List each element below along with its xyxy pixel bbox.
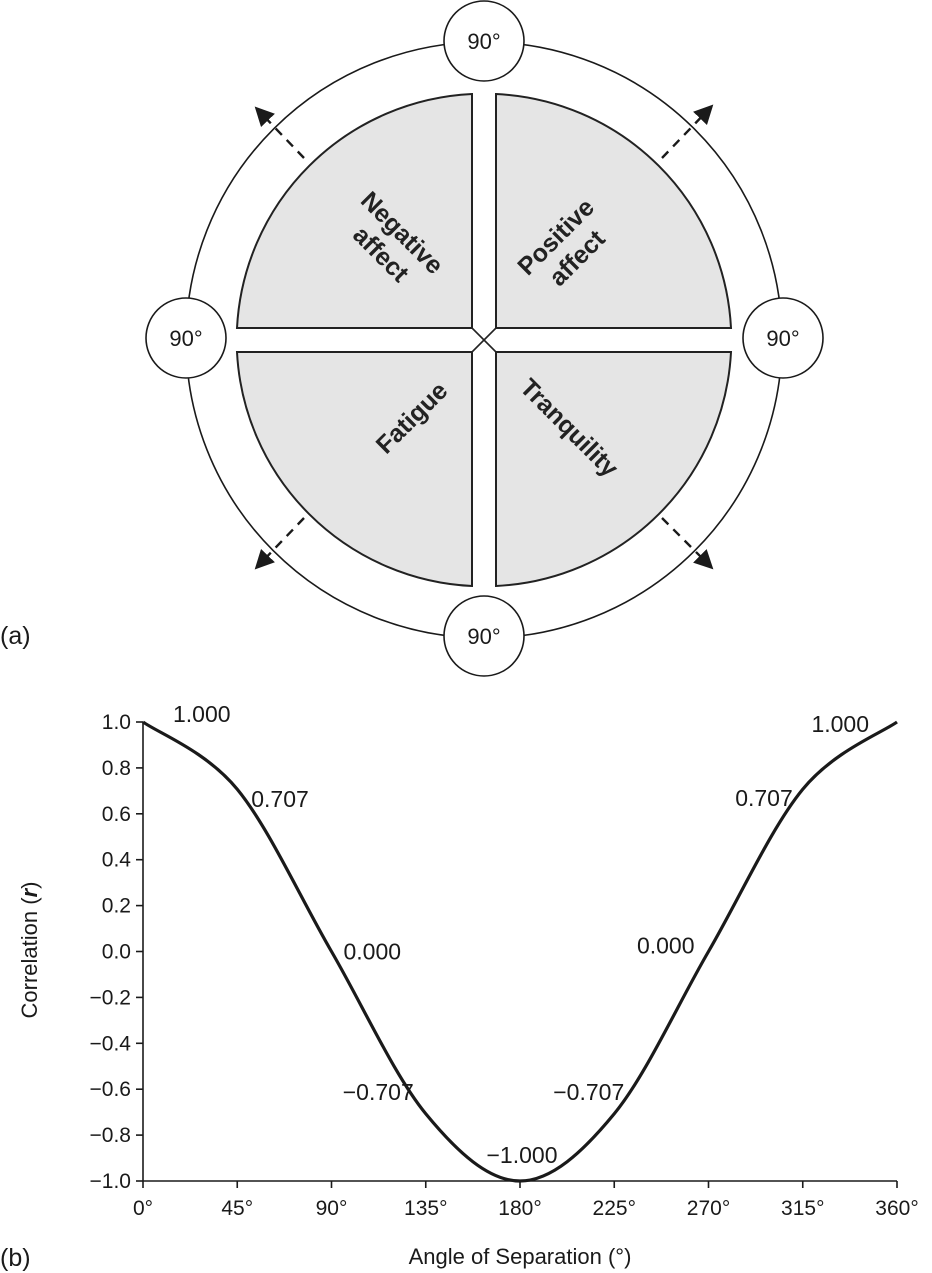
arrow-lower-left	[254, 517, 305, 570]
x-tick-label: 315°	[781, 1197, 824, 1220]
panel-label-a: (a)	[0, 622, 31, 650]
data-label: 1.000	[173, 701, 231, 727]
angle-badge-left: 90°	[145, 297, 227, 379]
x-tick-label: 0°	[133, 1197, 153, 1220]
data-label: −0.707	[343, 1079, 414, 1105]
angle-badge-bottom: 90°	[443, 595, 525, 677]
quadrant-fatigue	[235, 351, 473, 588]
x-tick-label: 180°	[498, 1197, 541, 1220]
quadrant-tranquility	[495, 351, 733, 588]
data-label: 1.000	[811, 711, 869, 737]
circumplex-diagram: 90° 90° 90° 90° Negative affect Positive…	[0, 0, 824, 677]
center-cross-line	[471, 327, 497, 353]
x-tick-label: 360°	[875, 1197, 918, 1220]
y-axis-title-prefix: Correlation (	[17, 897, 42, 1019]
y-axis-title: Correlation (r)	[17, 882, 42, 1019]
y-tick-label: −0.6	[90, 1078, 131, 1101]
y-axis-title-variable: r	[17, 887, 42, 897]
y-tick-label: −1.0	[90, 1170, 131, 1193]
y-tick-label: 0.6	[102, 803, 131, 826]
angle-label: 90°	[169, 326, 202, 351]
quadrant-negative-affect	[235, 92, 473, 329]
y-tick-label: 0.0	[102, 941, 131, 964]
angle-label: 90°	[467, 624, 500, 649]
x-tick-label: 135°	[404, 1197, 447, 1220]
panel-label-b: (b)	[0, 1244, 31, 1272]
x-tick-label: 90°	[316, 1197, 348, 1220]
x-tick-label: 45°	[221, 1197, 253, 1220]
y-tick-label: −0.2	[90, 986, 131, 1009]
angle-label: 90°	[467, 29, 500, 54]
y-tick-label: 1.0	[102, 711, 131, 734]
x-tick-label: 270°	[687, 1197, 730, 1220]
y-tick-label: 0.2	[102, 895, 131, 918]
y-tick-label: −0.8	[90, 1124, 131, 1147]
y-tick-label: 0.4	[102, 849, 132, 872]
data-label: 0.707	[251, 786, 309, 812]
data-label: 0.000	[344, 939, 402, 965]
y-tick-label: −0.4	[90, 1032, 132, 1055]
x-axis-title: Angle of Separation (°)	[409, 1244, 632, 1269]
angle-badge-right: 90°	[742, 297, 824, 379]
data-label: −1.000	[487, 1142, 558, 1168]
series-line	[142, 720, 898, 1183]
angle-label: 90°	[766, 326, 799, 351]
angle-badge-top: 90°	[443, 0, 525, 82]
quadrant-positive-affect	[495, 92, 733, 329]
arrow-upper-left	[254, 106, 305, 159]
data-label: −0.707	[553, 1079, 624, 1105]
arrow-lower-right	[661, 517, 714, 570]
x-ticks: 0° 45° 90° 135° 180° 225° 270° 315° 360°	[133, 1181, 919, 1220]
correlation-chart: 1.0 0.8 0.6 0.4 0.2 0.0 −0.2 −0.4 −0.6 −0.8 −1.0 0…	[0, 701, 919, 1272]
x-tick-label: 225°	[593, 1197, 636, 1220]
y-ticks: 1.0 0.8 0.6 0.4 0.2 0.0 −0.2 −0.4 −0.6 −0.8 −1.0	[90, 711, 143, 1193]
data-label: 0.707	[735, 785, 793, 811]
data-labels: 1.000 0.707 0.000 −0.707 −1.000 −0.707 0.000 0.…	[173, 701, 869, 1168]
y-tick-label: 0.8	[102, 757, 131, 780]
y-axis-title-suffix: )	[17, 882, 42, 889]
arrow-upper-right	[661, 104, 714, 159]
data-label: 0.000	[637, 933, 695, 959]
